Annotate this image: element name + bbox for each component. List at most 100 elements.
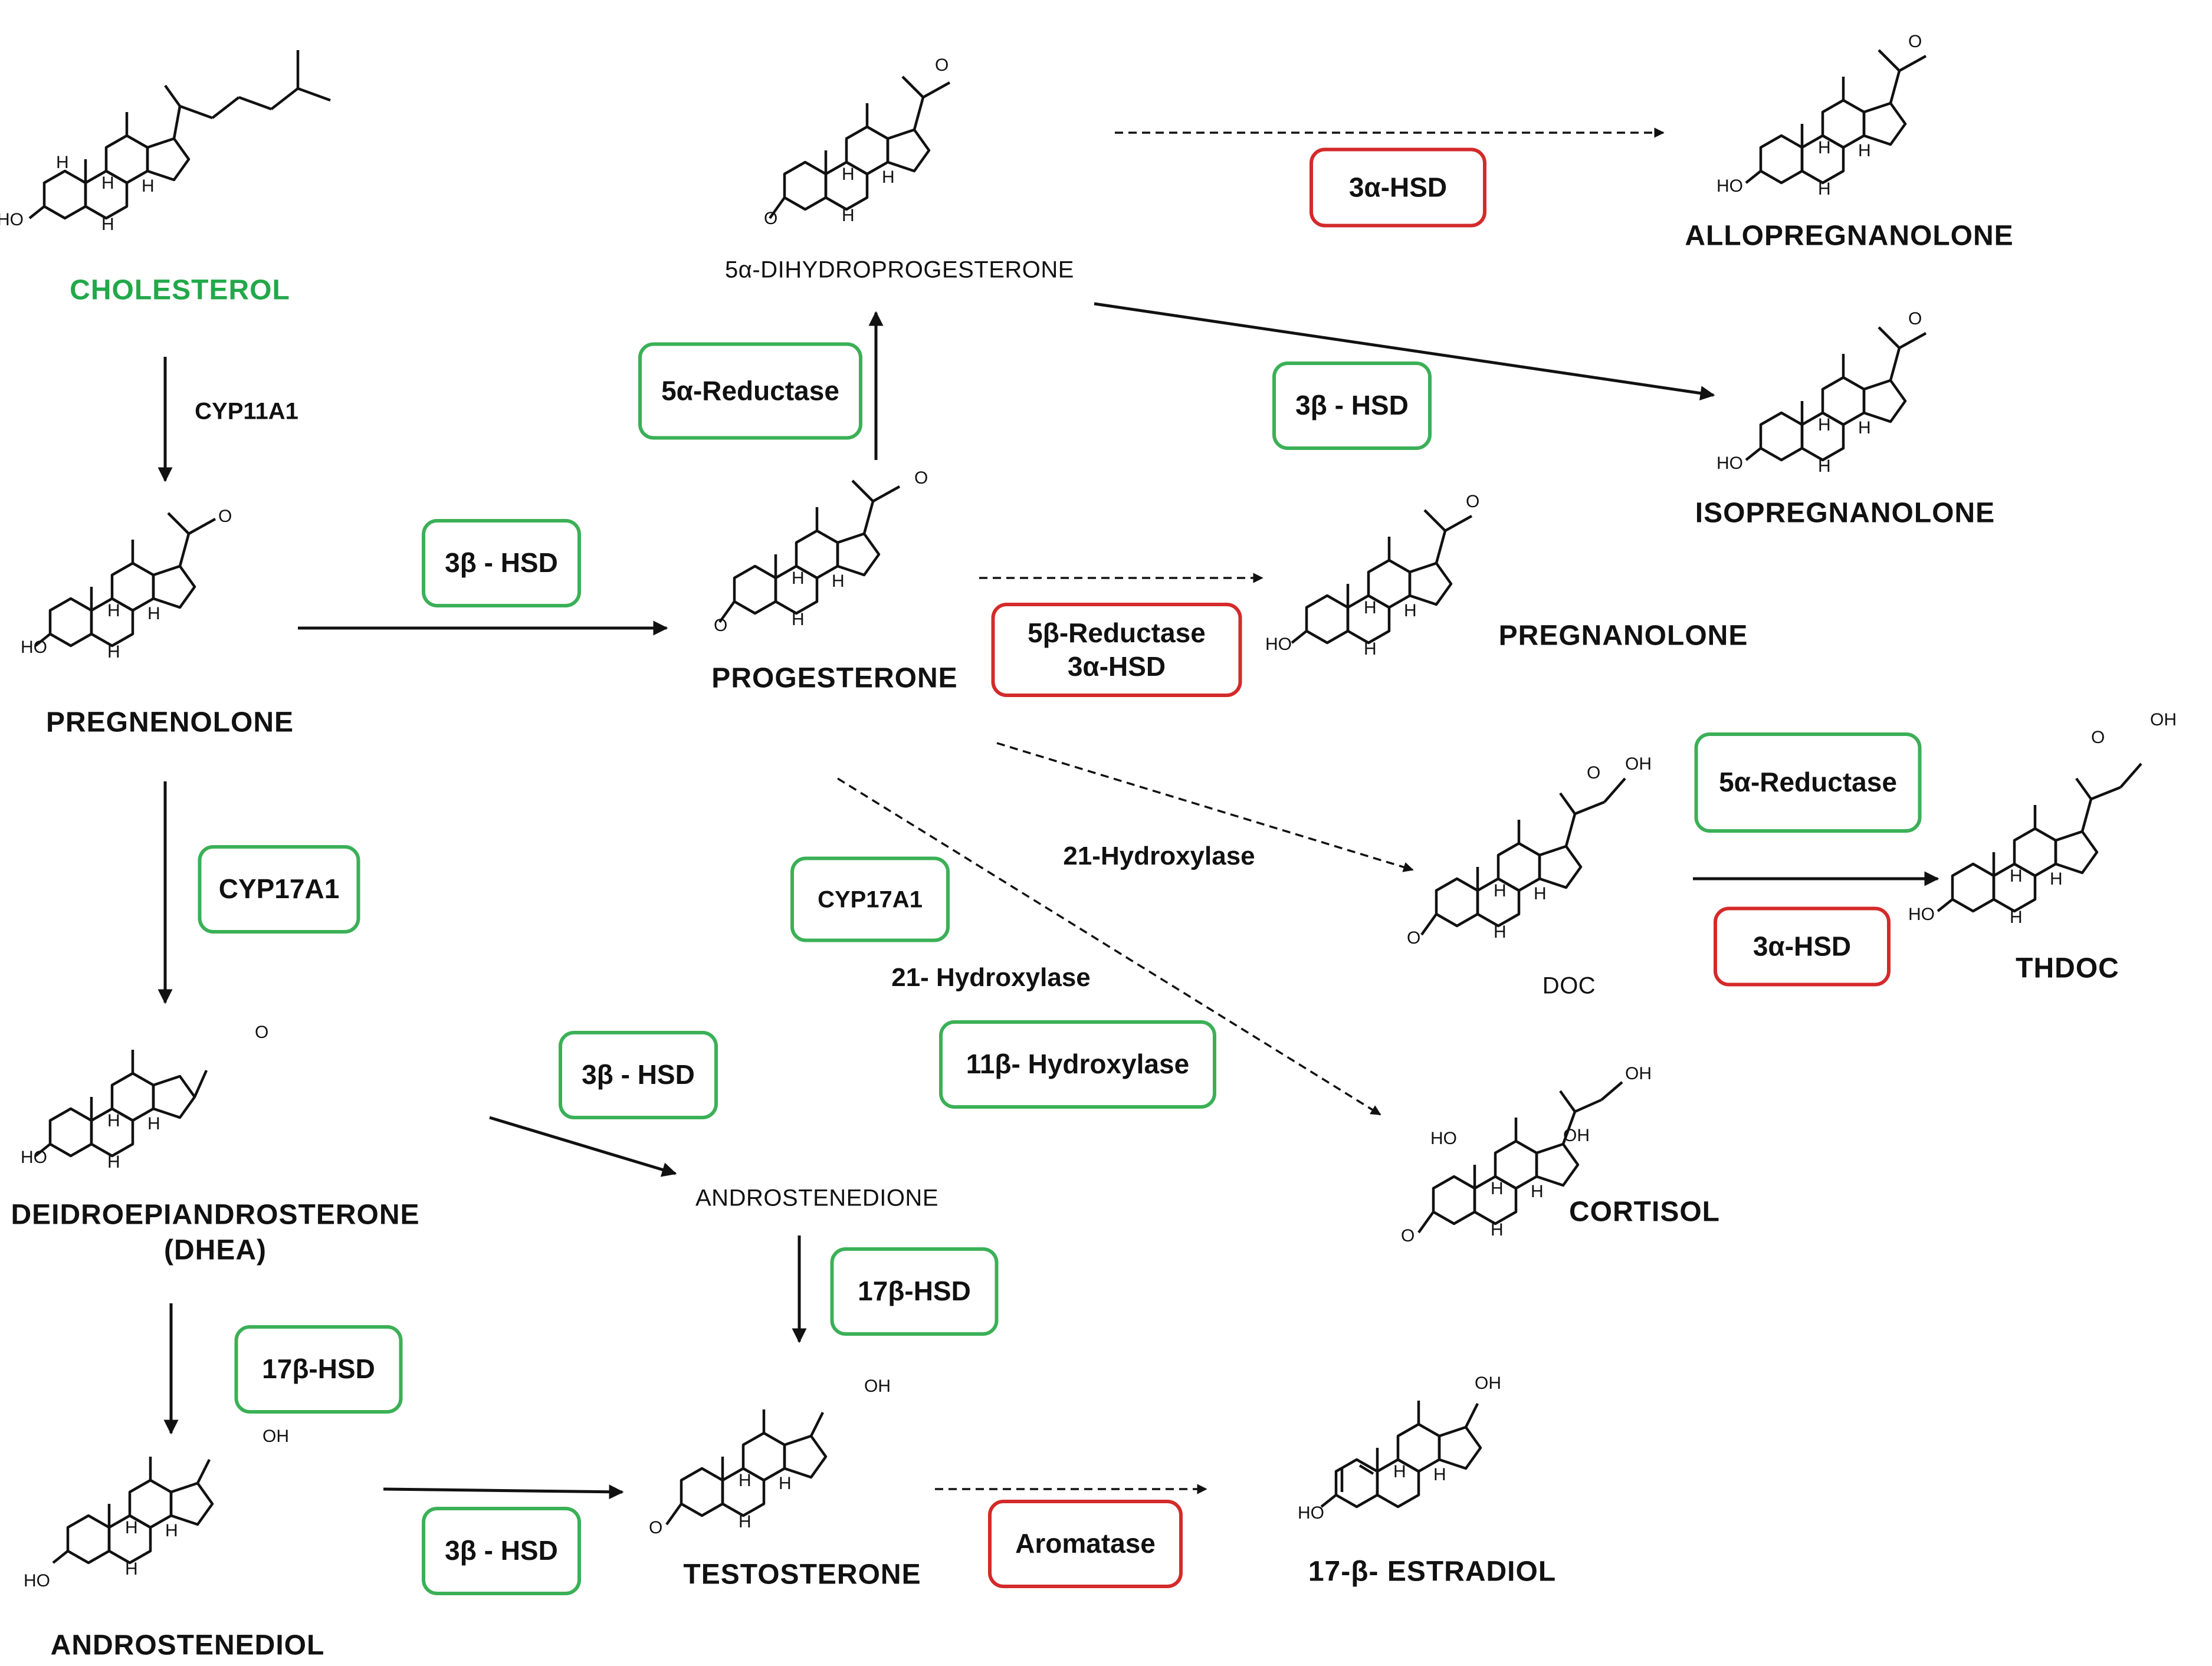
atom-label: O: [1466, 492, 1479, 511]
atom-label: OH: [262, 1427, 289, 1446]
enzyme-box-3b-hsd-bottom: 3β - HSD: [422, 1507, 581, 1595]
enzyme-label: 3α-HSD: [1752, 931, 1852, 962]
structure-dihydroprogesterone: O O: [764, 55, 951, 228]
structure-testosterone: O OH: [649, 1376, 891, 1537]
atom-label: O: [1587, 763, 1600, 783]
atom-label: OH: [1475, 1373, 1501, 1393]
structure-pregnenolone: HO O: [21, 507, 232, 662]
svg-text:H: H: [1393, 1462, 1406, 1481]
structure-doc: O O OH: [1407, 754, 1652, 948]
dashed-arrows: [837, 127, 1665, 1494]
enzyme-box-3a-hsd-allopregnanolone: 3α-HSD: [1310, 147, 1486, 228]
enzyme-label: 5α-Reductase: [661, 375, 839, 406]
enzyme-box-aromatase: Aromatase: [988, 1500, 1183, 1588]
atom-label: OH: [1625, 1064, 1652, 1083]
compound-cortisol: CORTISOL: [1569, 1196, 1720, 1228]
compound-thdoc: THDOC: [2016, 952, 2119, 984]
structure-estradiol: H H HO OH: [1298, 1373, 1501, 1523]
compound-progesterone: PROGESTERONE: [711, 662, 958, 694]
atom-label: O: [2091, 728, 2105, 747]
atom-label: O: [1401, 1226, 1415, 1246]
enzyme-box-11b-hydroxylase: 11β- Hydroxylase: [939, 1020, 1216, 1109]
atom-label: OH: [1625, 754, 1652, 774]
enzyme-label: 11β- Hydroxylase: [966, 1049, 1190, 1080]
compound-dhea-line2: (DHEA): [164, 1234, 267, 1266]
svg-text:H: H: [1433, 1465, 1446, 1484]
atom-label: HO: [1908, 905, 1935, 924]
enzyme-box-5b-reductase-3a-hsd: 5β-Reductase 3α-HSD: [991, 603, 1242, 697]
enzyme-label: Aromatase: [1015, 1528, 1156, 1559]
enzyme-box-3b-hsd-pregnenolone-progesterone: 3β - HSD: [422, 519, 581, 607]
compound-estradiol: 17-β- ESTRADIOL: [1308, 1556, 1557, 1588]
enzyme-box-17b-hsd-right: 17β-HSD: [830, 1247, 999, 1336]
arrow-dhea-to-androstenedione: [489, 1116, 677, 1177]
structure-isopregnanolone: HO O: [1717, 309, 1927, 476]
compound-isopregnanolone: ISOPREGNANOLONE: [1695, 497, 1996, 529]
enzyme-label: 3β - HSD: [445, 1535, 558, 1566]
atom-label: OH: [864, 1376, 891, 1396]
atom-label: HO: [24, 1571, 50, 1591]
atom-label: HO: [1298, 1503, 1324, 1523]
atom-label: HO: [1265, 635, 1292, 654]
enzyme-label: 17β-HSD: [858, 1276, 971, 1307]
arrow-progesterone-to-cortisol: [837, 777, 1381, 1116]
structure-cortisol: O HO OH OH: [1401, 1064, 1652, 1246]
enzyme-label: CYP17A1: [218, 873, 340, 905]
compound-testosterone: TESTOSTERONE: [683, 1559, 921, 1591]
enzyme-label: 3α-HSD: [1348, 172, 1448, 203]
enzyme-box-cyp17a1-mid: CYP17A1: [790, 856, 950, 942]
enzyme-label: CYP17A1: [818, 886, 923, 912]
enzyme-label: 5α-Reductase: [1719, 767, 1897, 798]
enzyme-label: 3β - HSD: [445, 547, 558, 579]
enzyme-label: 3β - HSD: [582, 1059, 695, 1090]
enzyme-21-hydroxylase-doc: 21-Hydroxylase: [1063, 842, 1255, 870]
reaction-arrows: [157, 302, 1939, 1500]
structure-thdoc: HO O OH: [1908, 710, 2177, 927]
structure-allopregnanolone: HO O: [1717, 32, 1927, 199]
atom-label: O: [1908, 32, 1922, 51]
enzyme-label: 5β-Reductase: [1028, 617, 1206, 648]
atom-label: H: [56, 153, 69, 172]
atom-label: O: [649, 1518, 662, 1537]
compound-allopregnanolone: ALLOPREGNANOLONE: [1685, 220, 2014, 252]
atom-label: HO: [1717, 176, 1743, 196]
atom-label: HO: [1430, 1129, 1457, 1148]
structure-androstenediol: HO OH: [24, 1427, 289, 1591]
arrow-dihydroprogesterone-to-isopregnanolone: [1094, 302, 1715, 401]
compound-androstenedione: ANDROSTENEDIONE: [695, 1185, 938, 1211]
atom-label: HO: [21, 638, 47, 657]
atom-label: O: [935, 55, 949, 75]
compound-pregnanolone: PREGNANOLONE: [1498, 620, 1748, 652]
enzyme-cyp11a1: CYP11A1: [195, 398, 298, 425]
compound-cholesterol: CHOLESTEROL: [70, 274, 290, 306]
compound-androstenediol: ANDROSTENEDIOL: [50, 1629, 325, 1661]
enzyme-box-5a-reductase-top: 5α-Reductase: [638, 342, 862, 440]
atom-label: HO: [21, 1148, 47, 1167]
structure-pregnanolone: HO O: [1265, 492, 1479, 659]
atom-label: OH: [2150, 710, 2177, 730]
atom-label: O: [764, 209, 777, 228]
atom-label: OH: [1563, 1126, 1590, 1145]
enzyme-label: 17β-HSD: [262, 1353, 375, 1385]
atom-label: O: [714, 616, 727, 635]
atom-label: HO: [0, 210, 24, 229]
enzyme-label: 3α-HSD: [1067, 651, 1166, 682]
enzyme-box-3a-hsd-doc: 3α-HSD: [1714, 906, 1891, 987]
atom-label: O: [218, 507, 232, 526]
arrow-androstenediol-to-testosterone: [383, 1484, 624, 1500]
atom-label: O: [255, 1023, 268, 1042]
compound-dhea-line1: DEIDROEPIANDROSTERONE: [11, 1199, 420, 1231]
atom-label: O: [914, 468, 928, 488]
structure-progesterone: O O: [714, 468, 928, 635]
enzyme-box-17b-hsd-left: 17β-HSD: [234, 1325, 403, 1414]
structure-dhea: HO O: [21, 1023, 268, 1172]
enzyme-box-3b-hsd-isopregnanolone: 3β - HSD: [1272, 362, 1432, 450]
compound-dihydroprogesterone: 5α-DIHYDROPROGESTERONE: [725, 257, 1074, 283]
enzyme-box-3b-hsd-dhea: 3β - HSD: [559, 1031, 718, 1119]
compound-doc: DOC: [1542, 972, 1596, 999]
enzyme-21-hydroxylase-cortisol: 21- Hydroxylase: [891, 963, 1091, 992]
atom-label: HO: [1717, 454, 1743, 473]
atom-label: O: [1908, 309, 1922, 328]
enzyme-box-cyp17a1-left: CYP17A1: [198, 845, 360, 934]
